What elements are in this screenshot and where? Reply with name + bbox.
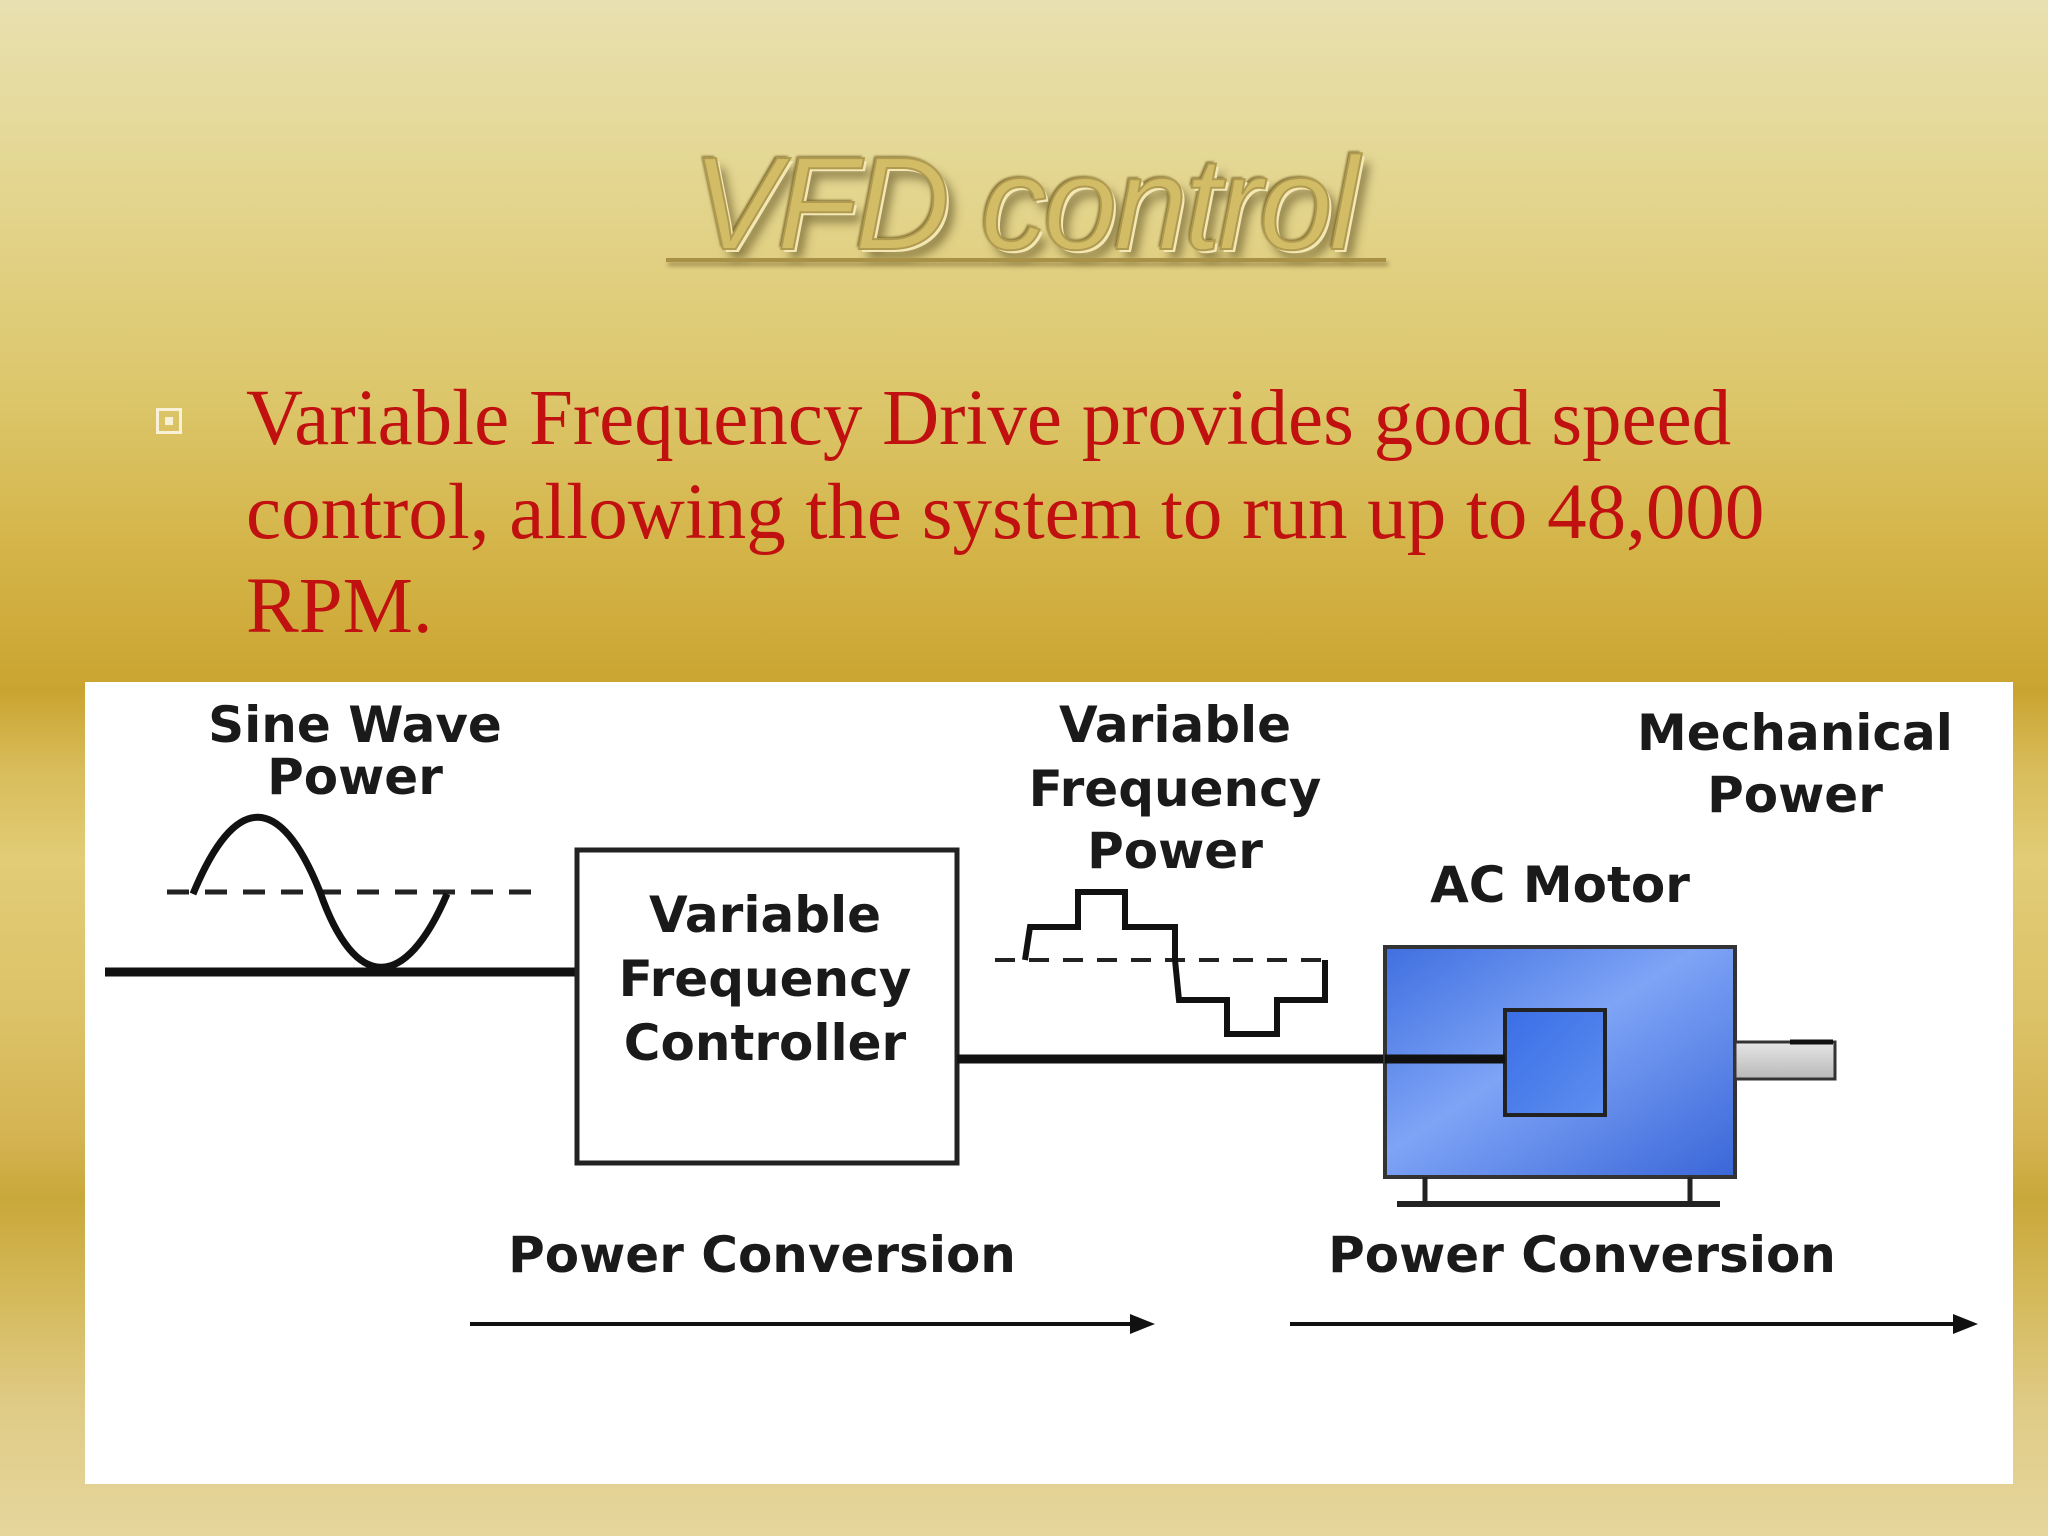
controller-label-line: Controller [624, 1014, 907, 1072]
conversion-label: Power Conversion [508, 1226, 1016, 1284]
label-line: Variable [1059, 696, 1291, 754]
square-bullet-icon [156, 408, 182, 434]
sine-wave-power-label: Sine Wave Power [208, 696, 502, 806]
label-line: Power [1707, 766, 1883, 824]
sine-wave-icon [167, 813, 535, 971]
label-line: Mechanical [1637, 704, 1953, 762]
slide-title: VFD control [691, 129, 1360, 278]
power-conversion-left: Power Conversion [470, 1226, 1155, 1334]
label-line: Power [267, 748, 443, 806]
ac-motor [1383, 945, 1837, 1207]
label-line: Frequency [1029, 760, 1322, 818]
controller-label-line: Variable [649, 886, 881, 944]
label-line: Power [1087, 822, 1263, 880]
vfd-diagram: Sine Wave Power Variable Frequency Contr… [85, 682, 2013, 1484]
bullet-text: Variable Frequency Drive provides good s… [246, 375, 1765, 650]
ac-motor-label: AC Motor [1430, 856, 1690, 914]
label-line: Sine Wave [208, 696, 502, 754]
controller-label-line: Frequency [619, 950, 912, 1008]
power-conversion-right: Power Conversion [1290, 1226, 1978, 1334]
slide-title-area: VFD control [0, 128, 2048, 278]
controller-box: Variable Frequency Controller [574, 847, 960, 1166]
mechanical-power-label: Mechanical Power [1637, 704, 1953, 824]
vfd-diagram-svg: Sine Wave Power Variable Frequency Contr… [105, 696, 1978, 1334]
stepped-waveform-icon [995, 889, 1328, 1037]
vf-power-label: Variable Frequency Power [1029, 696, 1322, 880]
title-underline [666, 258, 1386, 262]
conversion-label: Power Conversion [1328, 1226, 1836, 1284]
